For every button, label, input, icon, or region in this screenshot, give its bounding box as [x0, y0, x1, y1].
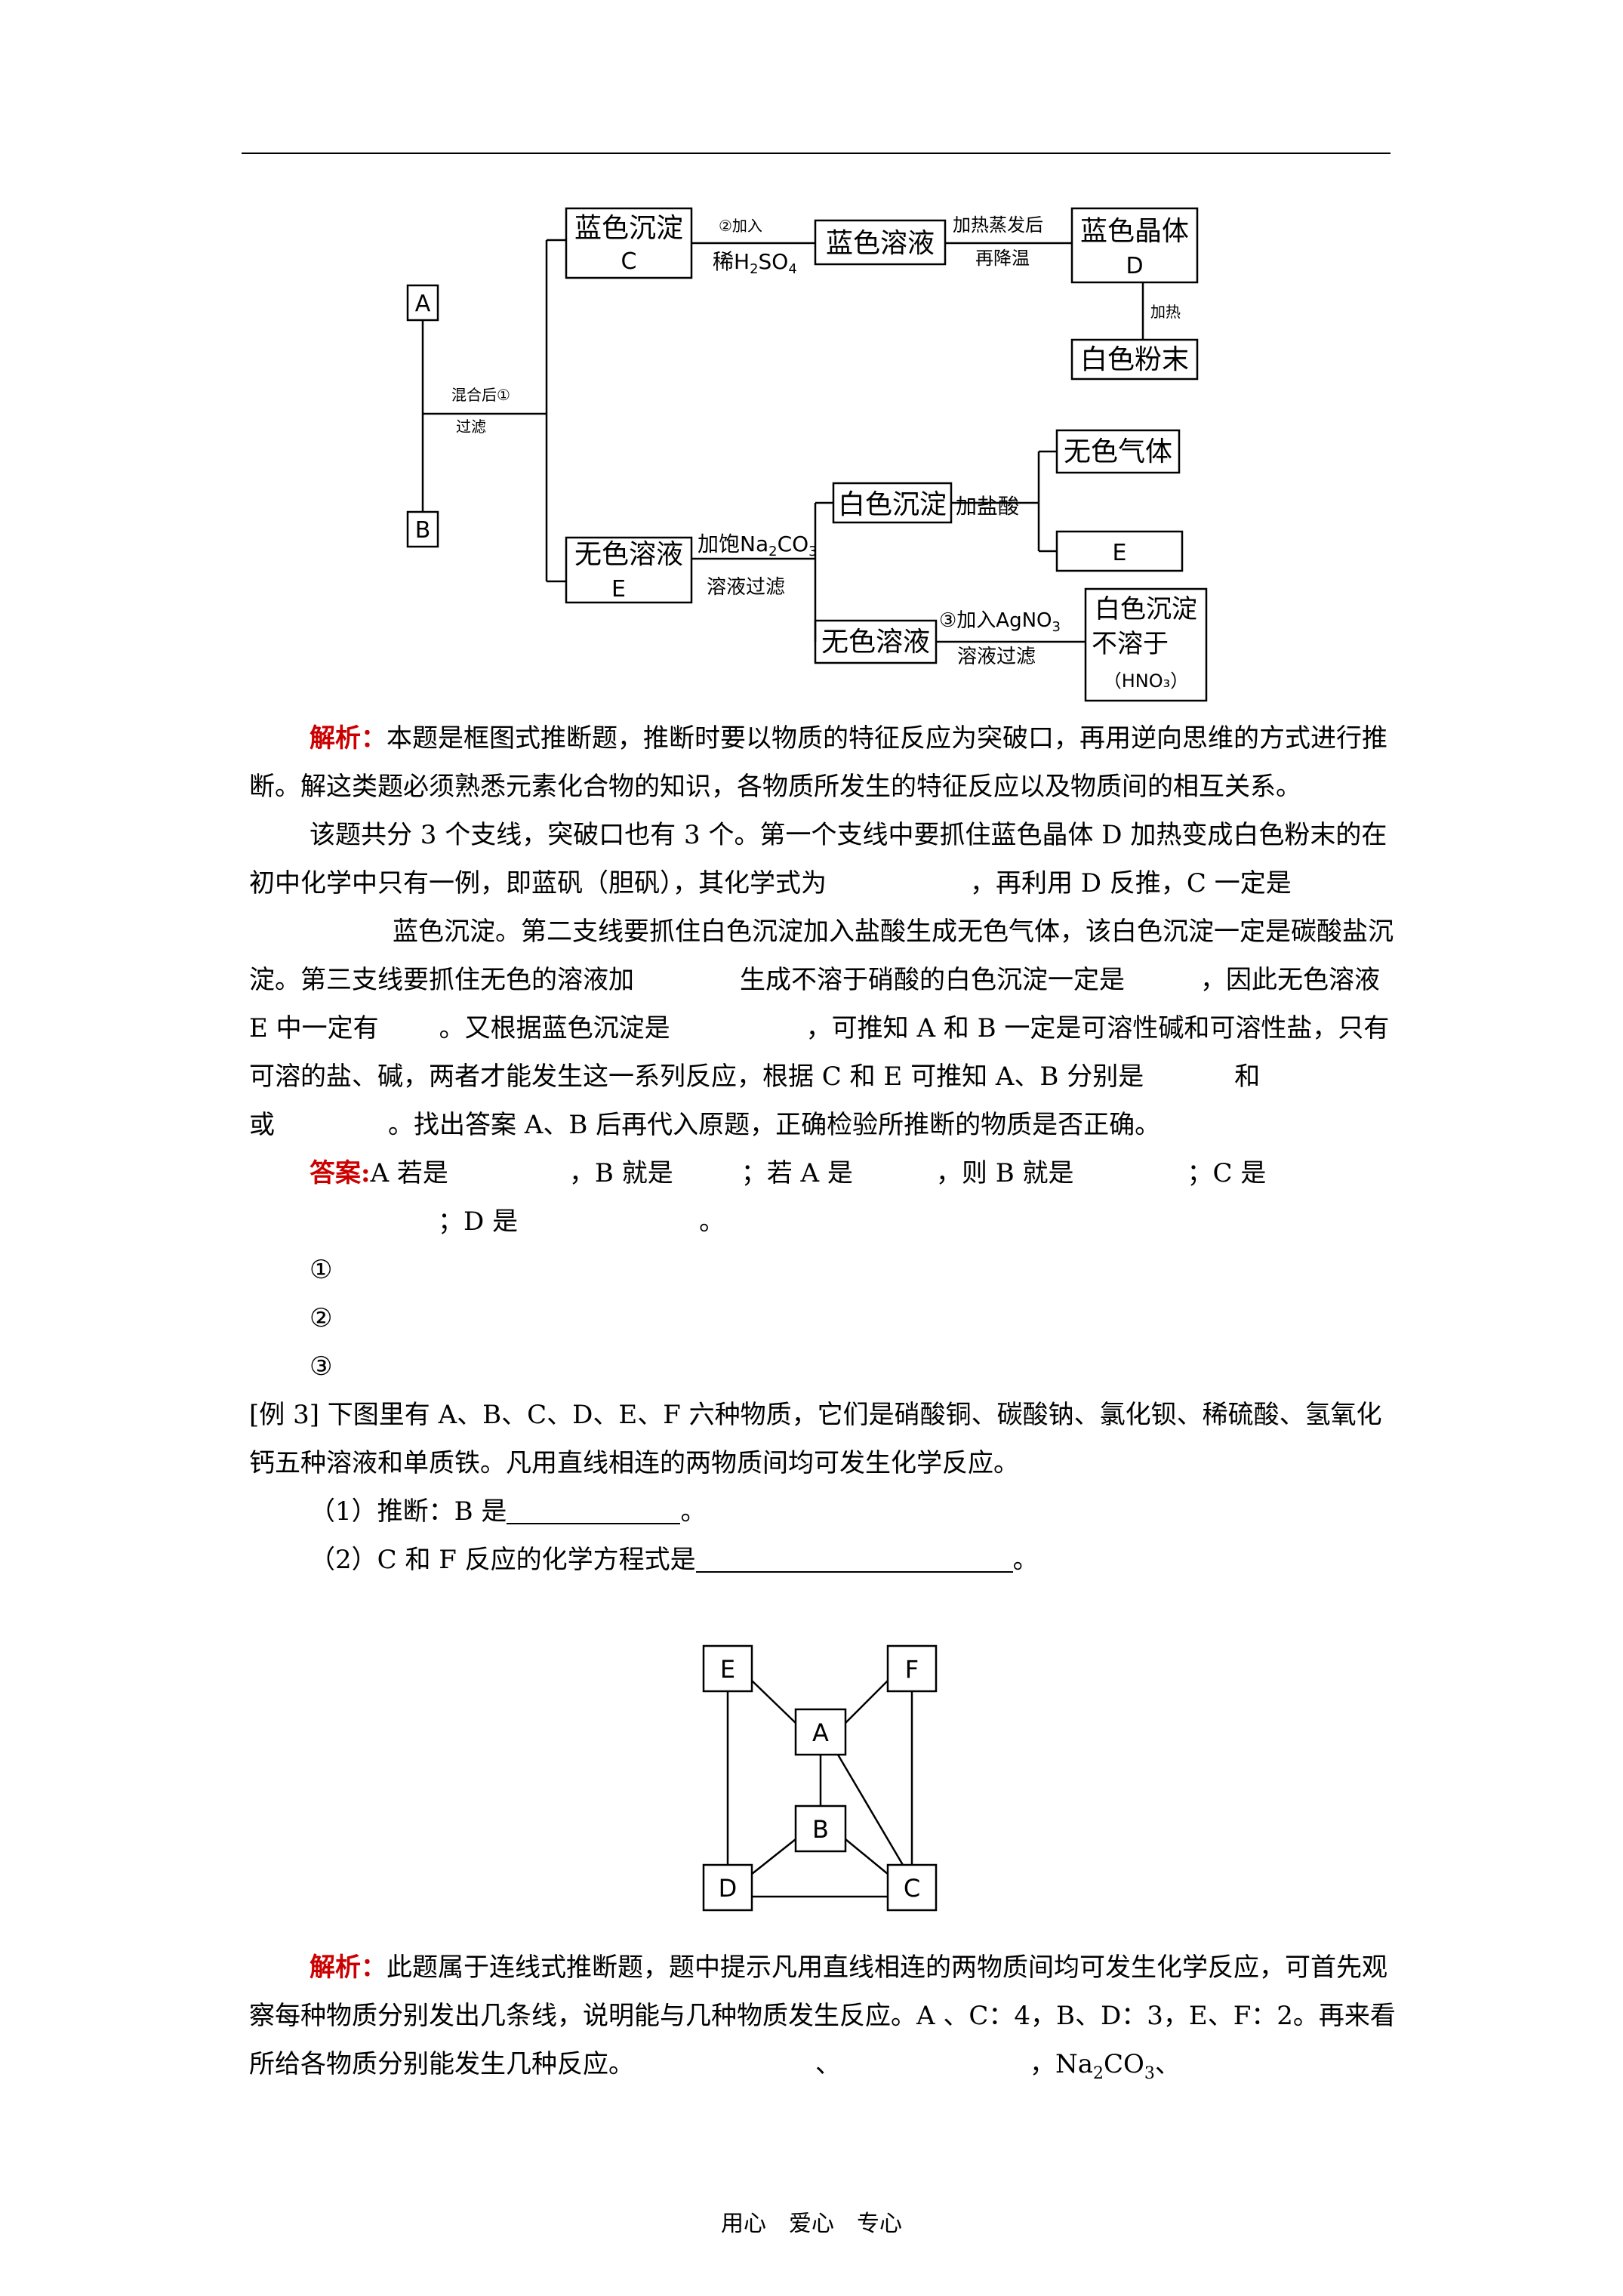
label-dil-h2so4: 稀H2SO4	[713, 249, 797, 277]
label-colorless-sol: 无色溶液	[574, 539, 683, 570]
analysis-section-1: 解析：本题是框图式推断题，推断时要以物质的特征反应为突破口，再用逆向思维的方式进…	[249, 714, 1397, 1584]
node-d: D	[719, 1874, 738, 1903]
label-white-powder: 白色粉末	[1080, 344, 1189, 375]
label-blue-ppt: 蓝色沉淀	[574, 213, 683, 244]
label-white-ppt: 白色沉淀	[838, 489, 947, 520]
label-insoluble: 不溶于	[1092, 629, 1169, 659]
label-white-ppt2: 白色沉淀	[1095, 594, 1197, 624]
label-blue-sol: 蓝色溶液	[826, 228, 935, 259]
label-heat-evap: 加热蒸发后	[953, 214, 1043, 236]
label-blue-cryst: 蓝色晶体	[1080, 216, 1189, 247]
connection-diagram: E F A B D C	[702, 1644, 938, 1912]
label-cool: 再降温	[975, 248, 1030, 269]
header-rule	[242, 153, 1390, 154]
label-hno3: （HNO₃）	[1104, 670, 1189, 692]
node-a: A	[812, 1718, 829, 1747]
node-f: F	[905, 1655, 919, 1684]
label-c: C	[621, 248, 637, 275]
page-footer: 用心 爱心 专心	[721, 2211, 902, 2237]
label-sol-filter2: 溶液过滤	[957, 646, 1036, 668]
label-mix: 混合后①	[451, 386, 510, 404]
label-add-na2co3: 加饱Na2CO3	[698, 532, 818, 559]
label-add2: ②加入	[719, 217, 762, 235]
circle-1: ①	[310, 1255, 333, 1285]
label-b: B	[415, 517, 431, 544]
label-heat: 加热	[1150, 303, 1181, 321]
label-a: A	[415, 291, 431, 317]
analysis-paragraph-2: 该题共分 3 个支线，突破口也有 3 个。第一个支线中要抓住蓝色晶体 D 加热变…	[249, 820, 1394, 1140]
example-3: [例 3] 下图里有 A、B、C、D、E、F 六种物质，它们是硝酸铜、碳酸钠、氯…	[249, 1400, 1382, 1478]
circle-2: ②	[310, 1303, 333, 1333]
node-e: E	[720, 1655, 735, 1684]
label-add-agno3: ③加入AgNO3	[939, 609, 1061, 635]
answer-line: 答案:A 若是，B 就是；若 A 是，则 B 就是；C 是；D 是。	[310, 1158, 1267, 1237]
circle-3: ③	[310, 1351, 333, 1382]
label-e2: E	[1113, 540, 1127, 566]
question-1: （1）推断：B 是。	[310, 1496, 707, 1527]
inference-flowchart: A B 混合后① 过滤 蓝色沉淀 C ②加入 稀H2SO4 蓝色溶液 加热蒸发后…	[406, 207, 1208, 702]
label-add-hcl: 加盐酸	[956, 494, 1019, 519]
label-colorless-gas: 无色气体	[1064, 436, 1172, 467]
analysis-section-2: 解析：此题属于连线式推断题，题中提示凡用直线相连的两物质间均可发生化学反应，可首…	[249, 1943, 1397, 2098]
label-filter: 过滤	[456, 418, 486, 436]
question-2: （2）C 和 F 反应的化学方程式是。	[310, 1545, 1039, 1575]
analysis-paragraph-1: 解析：本题是框图式推断题，推断时要以物质的特征反应为突破口，再用逆向思维的方式进…	[249, 723, 1387, 802]
label-colorless-sol2: 无色溶液	[821, 627, 930, 658]
label-e: E	[611, 576, 626, 603]
analysis-paragraph-3: 解析：此题属于连线式推断题，题中提示凡用直线相连的两物质间均可发生化学反应，可首…	[249, 1952, 1396, 2083]
node-b: B	[812, 1815, 829, 1844]
label-d: D	[1126, 253, 1143, 279]
node-c: C	[904, 1874, 920, 1903]
label-sol-filter: 溶液过滤	[707, 576, 785, 599]
